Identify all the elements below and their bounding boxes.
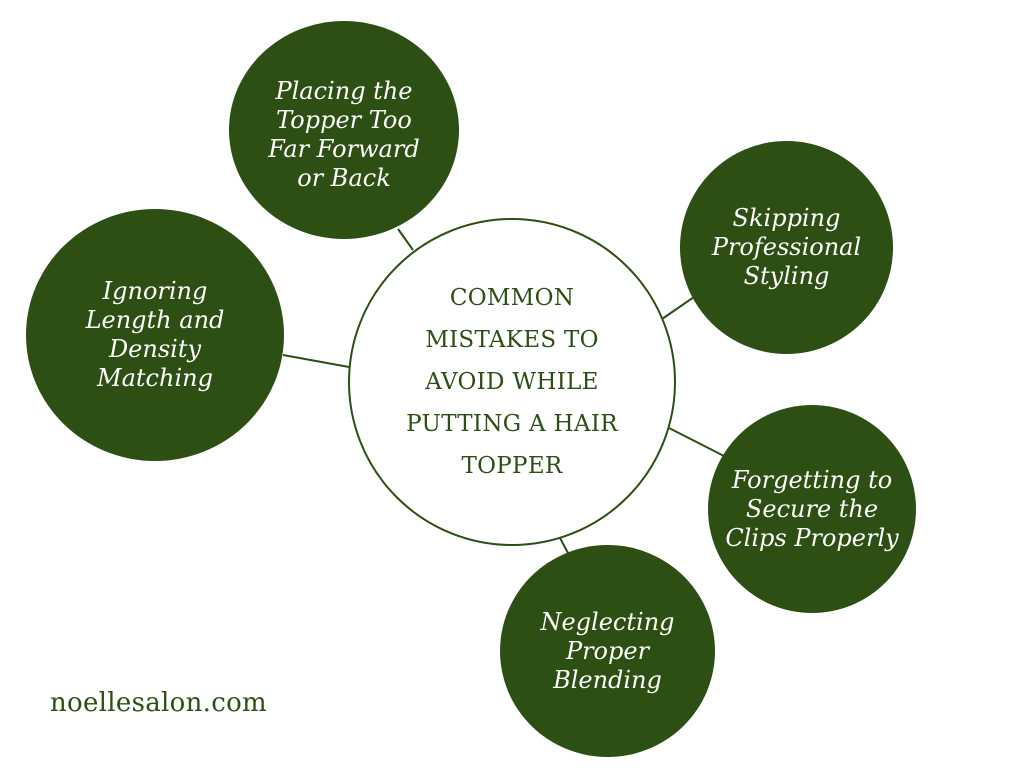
mistake-node-clips: Forgetting to Secure the Clips Properly (708, 405, 916, 613)
mistake-node-blending: Neglecting Proper Blending (500, 545, 715, 757)
mistake-label-placement: Placing the Topper Too Far Forward or Ba… (268, 77, 420, 192)
connector-line-top (397, 228, 414, 251)
website-credit: noellesalon.com (50, 688, 267, 718)
connector-line-right-lower (668, 427, 725, 457)
central-topic-title: COMMON MISTAKES TO AVOID WHILE PUTTING A… (406, 285, 618, 479)
connector-line-left (282, 354, 350, 368)
mistake-label-styling: Skipping Professional Styling (711, 204, 862, 290)
mistake-node-styling: Skipping Professional Styling (680, 141, 893, 354)
connector-line-right-upper (661, 296, 695, 320)
central-topic-circle: COMMON MISTAKES TO AVOID WHILE PUTTING A… (348, 218, 676, 546)
mistake-label-blending: Neglecting Proper Blending (540, 607, 675, 694)
mistake-node-placement: Placing the Topper Too Far Forward or Ba… (229, 21, 459, 239)
mistake-node-length-density: Ignoring Length and Density Matching (26, 209, 284, 461)
mistake-label-clips: Forgetting to Secure the Clips Properly (725, 465, 899, 552)
connector-line-bottom (559, 537, 569, 554)
mistake-label-length-density: Ignoring Length and Density Matching (85, 277, 225, 392)
